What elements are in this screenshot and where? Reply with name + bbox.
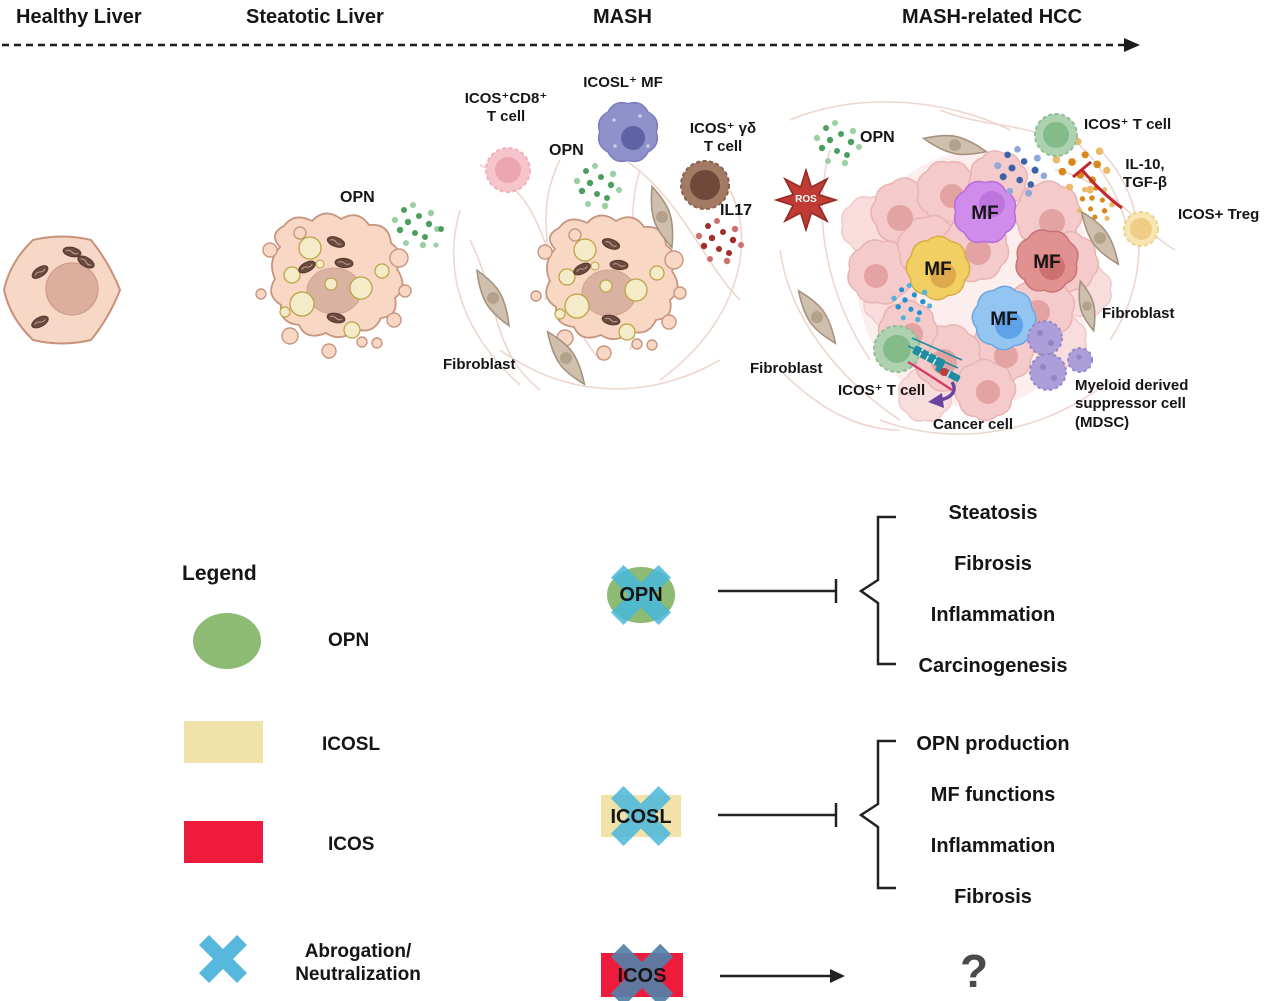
ros-label: ROS [795,194,817,205]
steatotic-liver-cell [256,202,440,358]
hcc-fibroblasts [790,129,1127,349]
outcome-inflammation-1: Inflammation [930,604,1056,626]
mf-label-yellow: MF [924,259,952,280]
mf-macrophage-yellow [898,228,979,309]
mash-icosl-macrophage [599,103,658,162]
stage-label-mash: MASH [593,6,652,28]
legend-opn-label: OPN [328,630,370,651]
mash-fibroblasts [468,183,681,390]
mash-gd-t-cell [680,160,730,210]
hcc-treg-label: ICOS+ Treg [1178,206,1260,223]
legend-title: Legend [182,562,257,585]
mf-label-blue: MF [990,309,1018,330]
mash-hepatocyte [433,215,686,360]
legend-icosl-label: ICOSL [322,734,381,755]
stage-label-mash-hcc: MASH-related HCC [902,6,1083,28]
steatotic-opn-label: OPN [340,189,375,206]
disease-progression-arrow [2,38,1140,52]
stage-label-healthy-liver: Healthy Liver [16,6,142,28]
pathway-row3-graphics [601,943,845,1001]
outcome-mf-functions: MF functions [930,784,1056,806]
healthy-liver-cell [2,235,122,345]
antibody-interaction [907,337,963,408]
hcc-cancer-cell-label: Cancer cell [933,416,1014,433]
mash-il17-dots [695,218,744,265]
hcc-treg-cell [1123,211,1159,247]
legend-swatches [184,613,263,983]
mf-label-purple: MF [971,203,999,224]
hcc-fibroblast-left-label: Fibroblast [750,360,823,377]
hcc-fibroblast-right-label: Fibroblast [1102,305,1175,322]
hcc-il10-tgfb-label: IL-10,TGF-β [1122,156,1168,192]
outcome-fibrosis-2: Fibrosis [954,886,1032,908]
hcc-icos-t-bottom-label: ICOS⁺ T cell [838,382,926,399]
mf-label-red: MF [1033,252,1061,273]
outcome-fibrosis-1: Fibrosis [954,553,1032,575]
mash-il17-label: IL17 [720,202,753,219]
mash-opn-dots [573,163,622,210]
treg-inhibition-arrow [1072,160,1123,210]
outcome-opn-production: OPN production [916,733,1070,755]
mash-fibroblast-label: Fibroblast [443,356,516,373]
outcome-steatosis: Steatosis [948,502,1038,524]
outcome-inflammation-2: Inflammation [930,835,1056,857]
hcc-opn-label: OPN [860,129,895,146]
pathway2-source-icosl: ICOSL [610,806,672,828]
stage-label-steatotic-liver: Steatotic Liver [246,6,384,28]
mash-opn-label: OPN [549,142,584,159]
hcc-icos-t-top-label: ICOS⁺ T cell [1084,116,1172,133]
legend-icos-label: ICOS [328,834,375,855]
pathway-row1-graphics [607,515,896,666]
mf-macrophage-blue [965,279,1043,357]
pathway3-source-icos: ICOS [617,965,667,987]
legend-abrogation-label: Abrogation/Neutralization [295,941,421,986]
outcome-question-mark: ? [960,945,989,997]
hcc-icos-t-cell-top [1034,113,1078,157]
pathway1-source-opn: OPN [619,584,663,606]
mash-cd8-t-cell [485,147,531,193]
pathway-row2-graphics [601,739,896,890]
mash-icosl-mf-label: ICOSL⁺ MF [583,74,663,91]
mf-macrophage-red [1004,218,1090,304]
outcome-carcinogenesis: Carcinogenesis [918,655,1068,677]
hcc-opn-dots [813,120,862,167]
hcc-icos-t-cell-bottom [873,325,921,373]
mdsc-cells [1027,320,1093,391]
mf-macrophage-purple [955,182,1016,243]
ros-burst [773,167,839,233]
mash-cd8-label: ICOS⁺CD8⁺T cell [464,90,548,126]
